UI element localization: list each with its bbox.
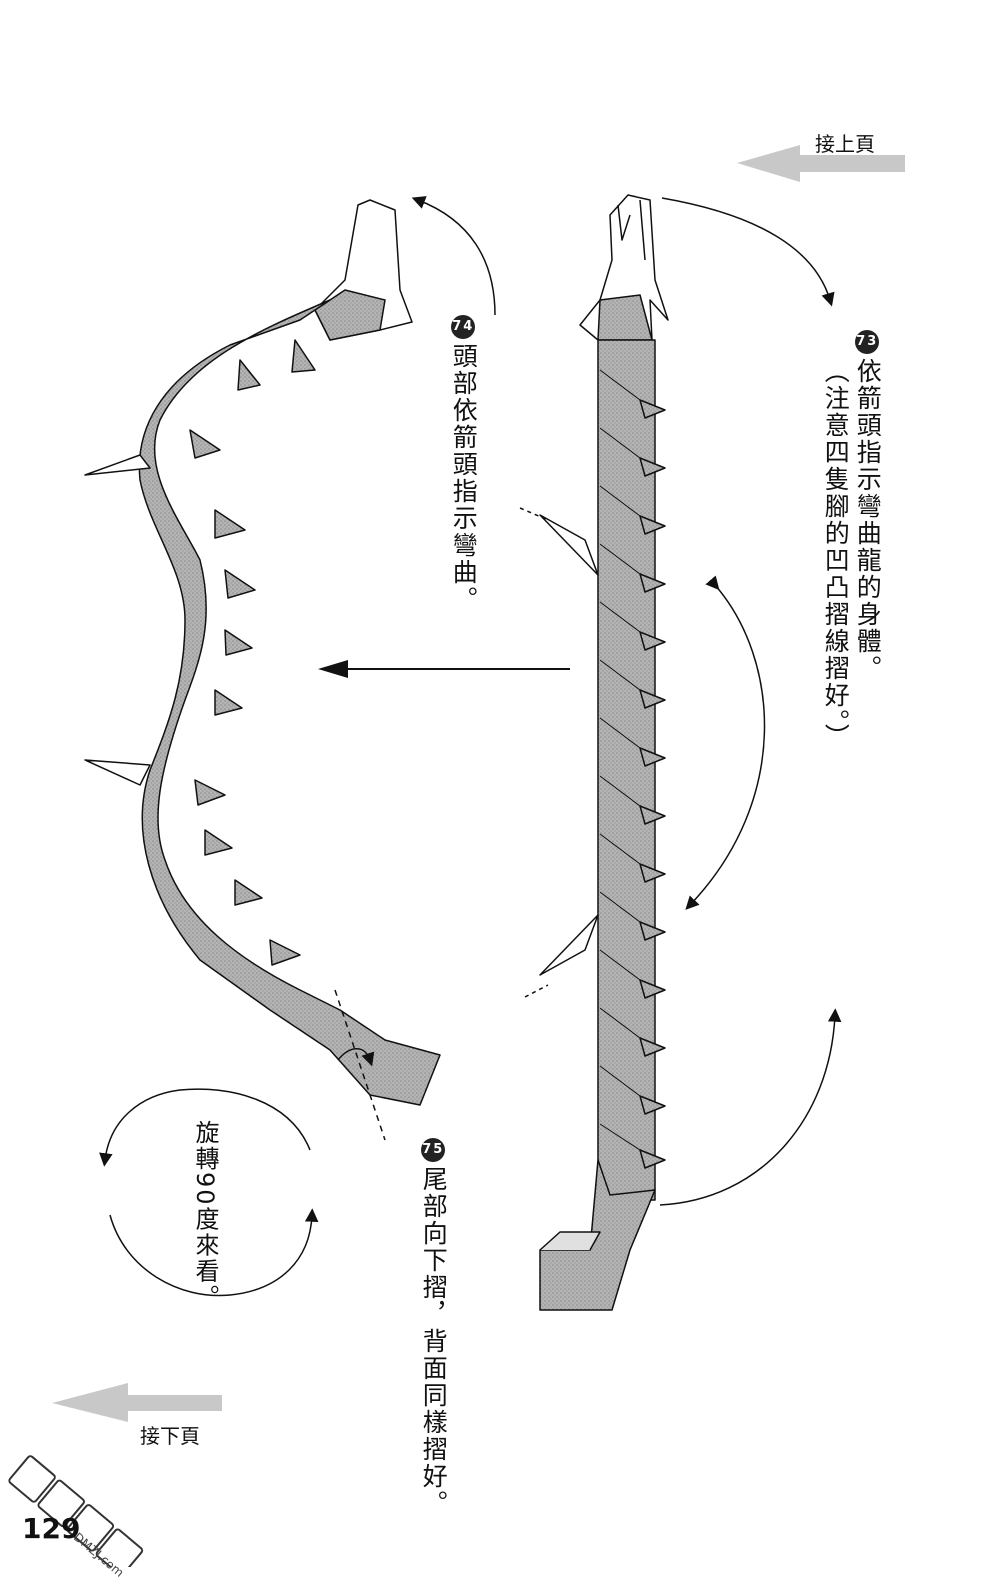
continue-to-arrow — [52, 1383, 222, 1422]
step-74-instruction: 頭部依箭頭指示彎曲。 — [449, 343, 479, 613]
step-74-number: 74 — [451, 315, 476, 339]
step-73-text: 73 依箭頭指示彎曲龍的身體。 — [852, 330, 883, 682]
straight-dragon-figure — [519, 194, 669, 1311]
step-73-note: （注意四隻腳的凹凸摺線摺好。） — [821, 358, 851, 751]
step-73-number: 73 — [855, 330, 880, 354]
step-75-instruction: 尾部向下摺，背面同樣摺好。 — [419, 1166, 449, 1517]
rotate-circle-arrow — [99, 1088, 319, 1297]
step-73-head-arrow — [661, 197, 835, 307]
continue-from-arrow — [737, 145, 905, 182]
page-number: 129 — [22, 1512, 81, 1545]
watermark-logo — [8, 1455, 144, 1567]
step-73-instruction: 依箭頭指示彎曲龍的身體。 — [853, 358, 883, 682]
tail-arrow — [659, 1008, 842, 1206]
result-arrow — [318, 660, 570, 678]
continue-from-label: 接上頁 — [815, 132, 875, 156]
step-74-head-arrow — [411, 196, 496, 316]
curved-dragon-figure — [84, 199, 441, 1141]
rotate-note: 旋轉90度來看。 — [191, 1120, 219, 1311]
step-74-text: 74 頭部依箭頭指示彎曲。 — [448, 315, 479, 613]
continue-to-label: 接下頁 — [140, 1424, 200, 1448]
step-75-number: 75 — [421, 1138, 446, 1162]
step-75-text: 75 尾部向下摺，背面同樣摺好。 — [418, 1138, 449, 1517]
body-bend-arrow — [685, 575, 766, 910]
